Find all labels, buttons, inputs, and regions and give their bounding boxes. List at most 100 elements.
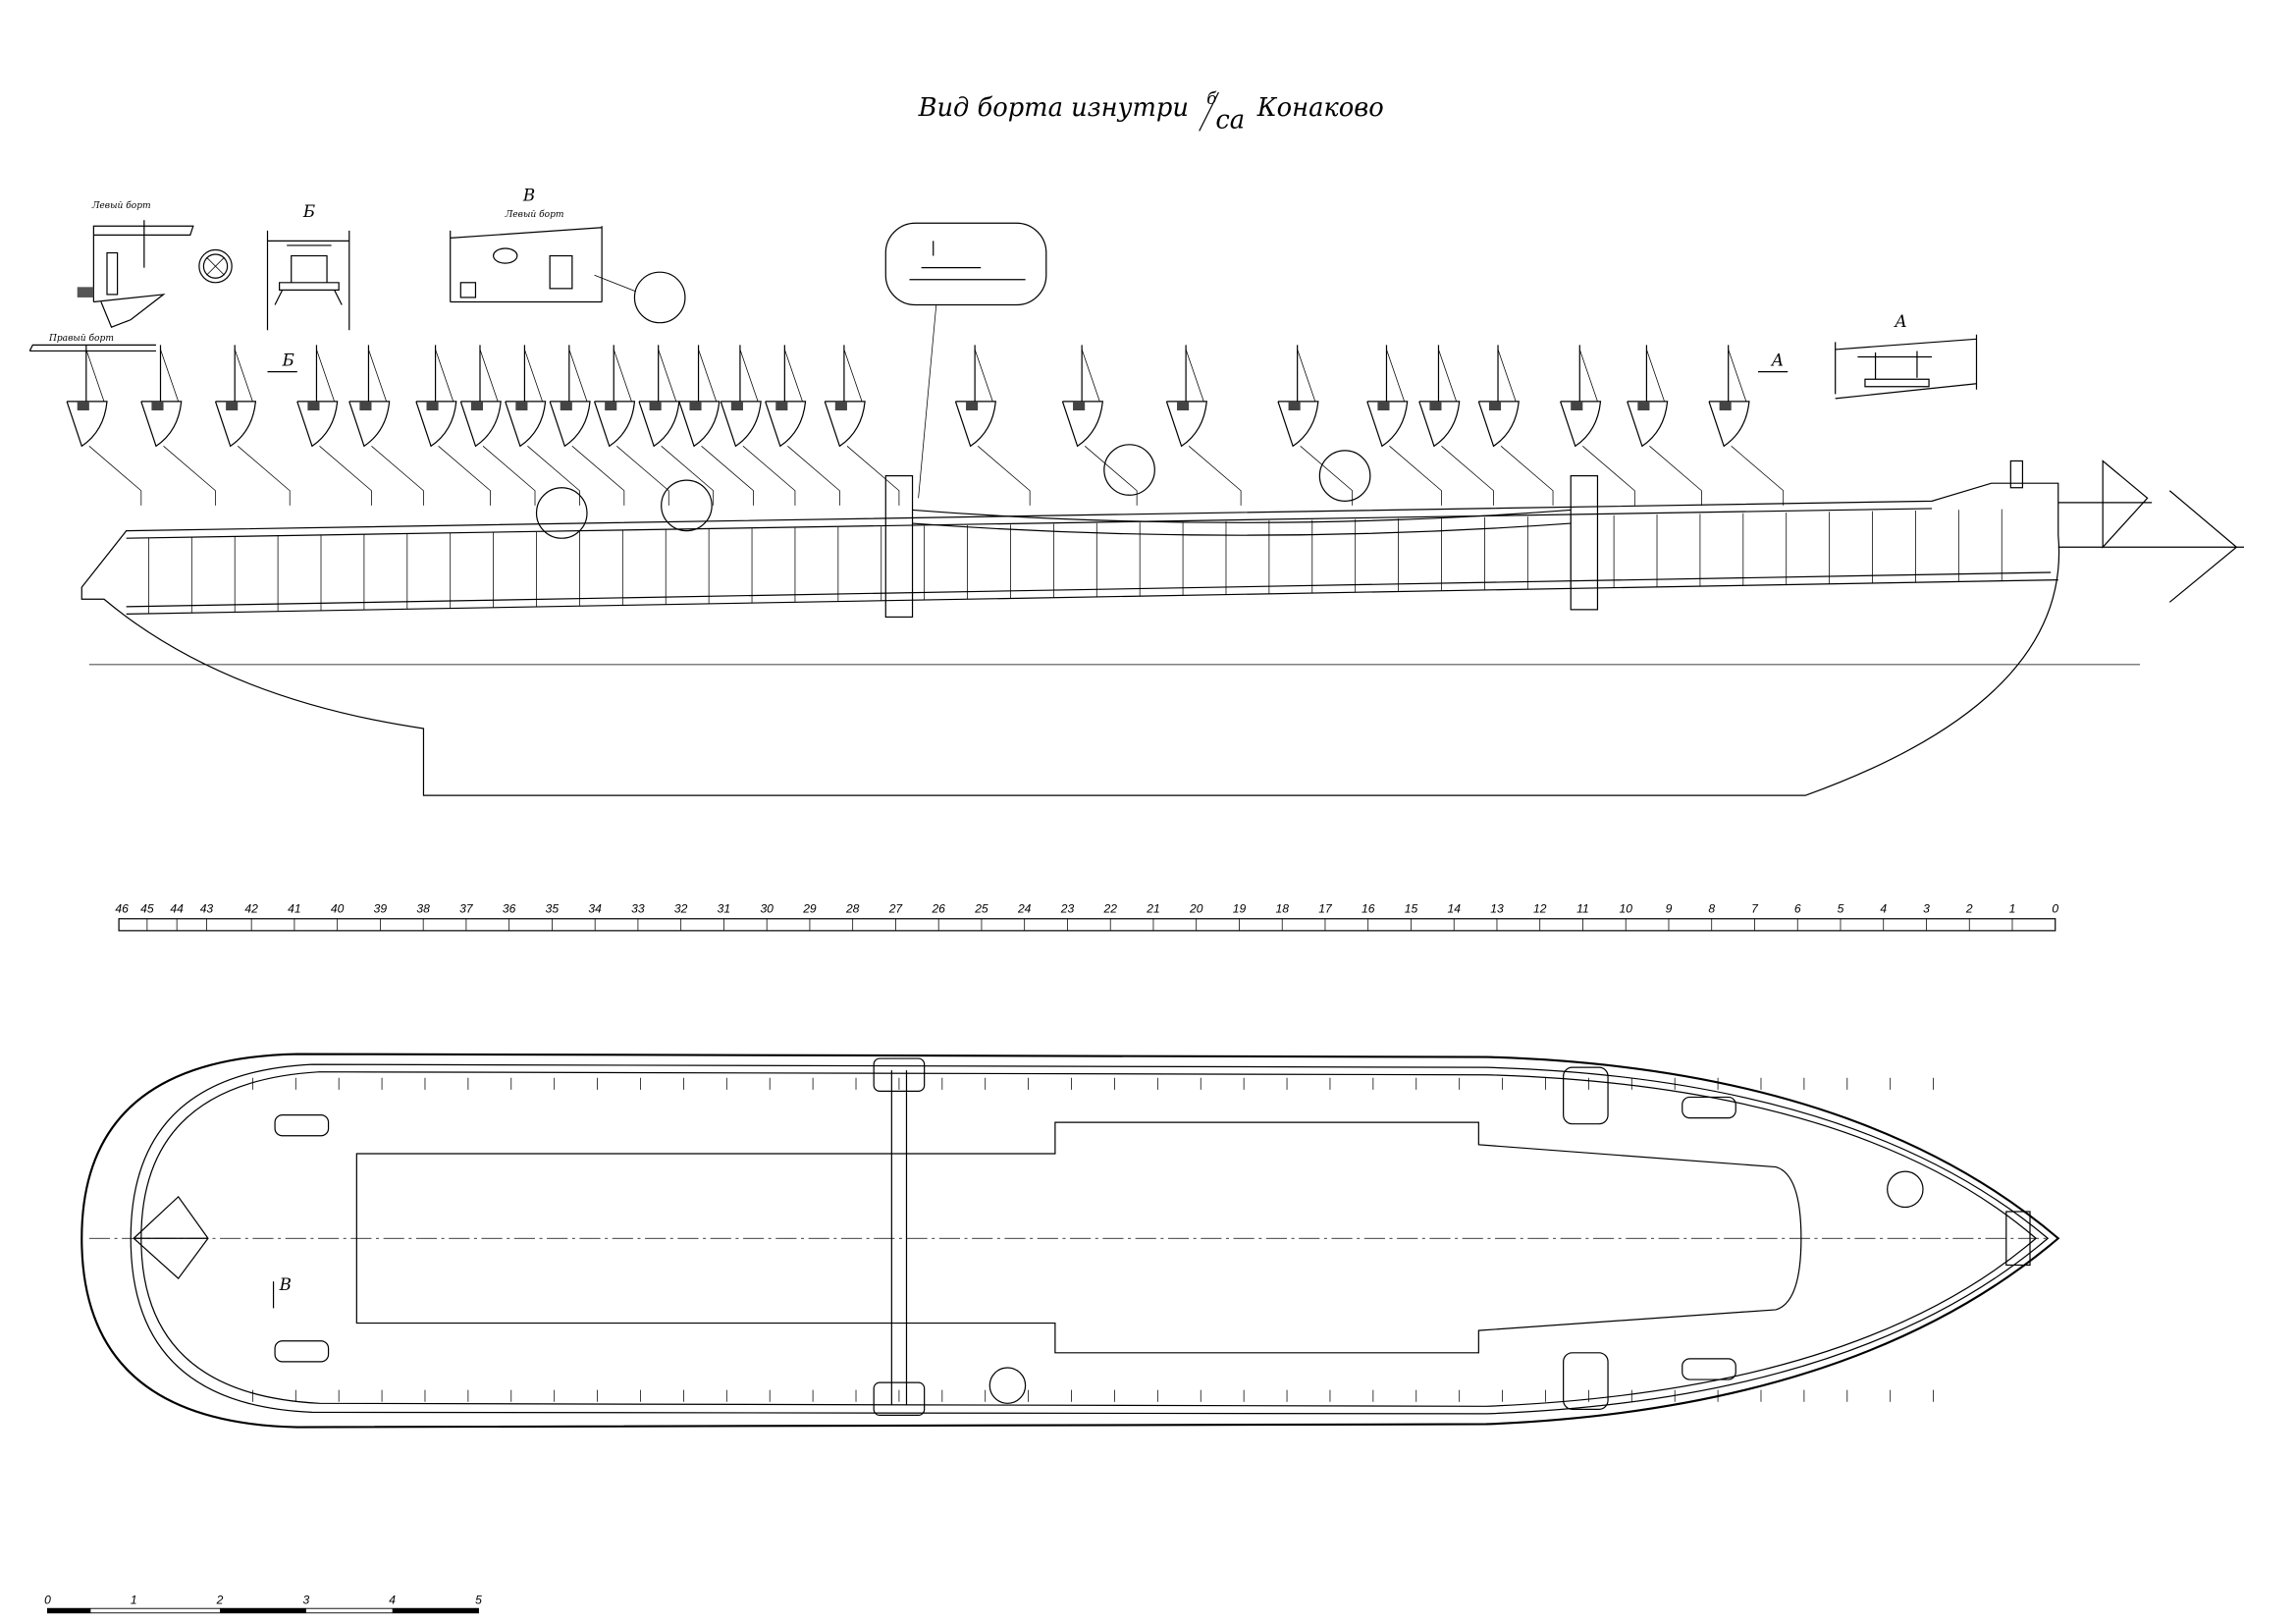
- scale-bar-label: 5: [475, 1594, 482, 1607]
- frame-number-label: 34: [588, 902, 602, 916]
- frame-number-label: 1: [2009, 902, 2016, 916]
- label-view-a: А: [1894, 312, 1907, 331]
- frame-section: [1627, 345, 1702, 506]
- title-ship-name: Конаково: [1256, 93, 1384, 123]
- title-fraction-bottom: са: [1215, 105, 1245, 135]
- frame-section: [415, 345, 491, 506]
- label-view-b: Б: [302, 202, 315, 221]
- frame-section: [720, 345, 796, 506]
- frame-sections-row: Правый борт Б А: [28, 333, 1789, 506]
- frame-number-label: 24: [1017, 902, 1032, 916]
- scale-bar-segment: [392, 1608, 479, 1613]
- frame-number-label: 6: [1794, 902, 1801, 916]
- frame-section: [954, 345, 1031, 506]
- scale-bar-label: 1: [131, 1594, 137, 1607]
- frame-number-label: 26: [931, 902, 945, 916]
- scale-bar-label: 0: [44, 1594, 51, 1607]
- callout-rigging: [884, 222, 1047, 499]
- frame-number-label: 23: [1060, 902, 1075, 916]
- frame-number-label: 3: [1923, 902, 1930, 916]
- frame-number-label: 41: [288, 902, 300, 916]
- scale-bar: 0 1 2 3 4 5: [44, 1594, 482, 1614]
- frame-number-label: 35: [546, 902, 560, 916]
- title-main: Вид борта изнутри: [918, 93, 1189, 123]
- frame-section: [549, 345, 625, 506]
- detail-left-side: Левый борт: [77, 200, 194, 328]
- label-left-side: Левый борт: [91, 200, 151, 211]
- frame-number-label: 14: [1447, 902, 1461, 916]
- frame-number-label: 5: [1838, 902, 1844, 916]
- label-right-side: Правый борт: [48, 333, 114, 344]
- frame-section: [348, 345, 424, 506]
- frame-number-label: 32: [674, 902, 688, 916]
- frame-number-label: 15: [1405, 902, 1418, 916]
- fraction-slash: [1199, 91, 1219, 132]
- hatch-coaming-fwd: [1570, 475, 1599, 611]
- arrow-label-a: А: [1771, 351, 1785, 370]
- frame-number-label: 46: [115, 902, 129, 916]
- label-view-v-side: Левый борт: [505, 209, 564, 220]
- callout-circle: [633, 271, 686, 324]
- frame-number-label: 4: [1880, 902, 1887, 916]
- frame-number-label: 13: [1490, 902, 1504, 916]
- frame-section: [214, 345, 291, 506]
- frame-number-label: 19: [1233, 902, 1247, 916]
- frame-section: [1477, 345, 1554, 506]
- frame-section: [459, 345, 536, 506]
- frame-number-label: 17: [1318, 902, 1333, 916]
- frame-number-label: 16: [1362, 902, 1375, 916]
- frame-number-label: 40: [331, 902, 345, 916]
- frame-section: [1418, 345, 1494, 506]
- frame-number-label: 30: [760, 902, 774, 916]
- scale-bar-label: 3: [302, 1594, 309, 1607]
- frame-section: [638, 345, 715, 506]
- frame-number-label: 43: [200, 902, 214, 916]
- frame-number-label: 27: [888, 902, 904, 916]
- frame-number-label: 38: [416, 902, 430, 916]
- frame-number-label: 18: [1275, 902, 1289, 916]
- deck-plan-view: В: [80, 1053, 2060, 1429]
- frame-section: [1165, 345, 1242, 506]
- frame-number-label: 9: [1666, 902, 1673, 916]
- arrow-label-b: Б: [282, 351, 294, 370]
- frame-section: [1061, 345, 1138, 506]
- frame-number-label: 45: [140, 902, 154, 916]
- frame-number-label: 29: [802, 902, 817, 916]
- frame-number-label: 12: [1533, 902, 1547, 916]
- frame-number-label: 11: [1576, 902, 1589, 916]
- hatch-coaming-aft: [884, 475, 914, 619]
- frame-number-label: 44: [170, 902, 184, 916]
- title-fraction-top: б: [1206, 89, 1217, 108]
- frame-number-label: 0: [2052, 902, 2058, 916]
- frame-section: [1366, 345, 1442, 506]
- frame-number-label: 20: [1189, 902, 1203, 916]
- scale-bar-label: 2: [216, 1594, 224, 1607]
- cargo-hatch-outline: [355, 1121, 1802, 1354]
- frame-number-label: 36: [503, 902, 516, 916]
- frame-number-label: 8: [1708, 902, 1715, 916]
- frame-section: [678, 345, 754, 506]
- frame-section: [824, 345, 900, 506]
- frame-section: [296, 345, 372, 506]
- frame-number-label: 21: [1146, 902, 1159, 916]
- scale-bar-segment: [47, 1608, 91, 1613]
- scale-bar-label: 4: [389, 1594, 396, 1607]
- frame-number-label: 31: [718, 902, 730, 916]
- side-elevation: [80, 444, 2245, 796]
- frame-section: [765, 345, 840, 506]
- frame-number-label: 7: [1751, 902, 1759, 916]
- label-view-v: В: [522, 187, 535, 205]
- detail-view-b: Б: [266, 202, 350, 331]
- frame-section: [593, 345, 669, 506]
- frame-number-label: 28: [845, 902, 860, 916]
- frame-number-label: 25: [974, 902, 988, 916]
- frame-number-label: 39: [374, 902, 388, 916]
- frame-number-label: 33: [631, 902, 645, 916]
- frame-number-label: 22: [1102, 902, 1117, 916]
- frame-section: [505, 345, 580, 506]
- frame-section: [1560, 345, 1635, 506]
- arrow-label-v: В: [279, 1275, 292, 1294]
